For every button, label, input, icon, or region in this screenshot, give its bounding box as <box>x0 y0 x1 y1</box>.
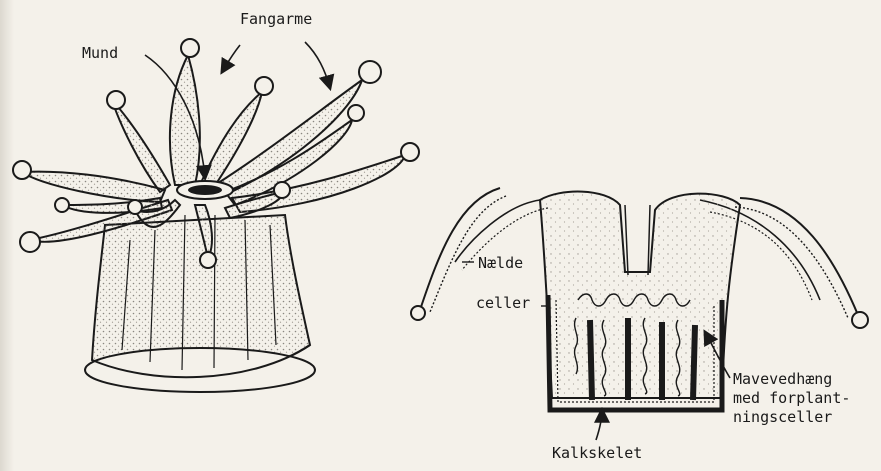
label-mouth: Mund <box>82 46 118 61</box>
label-skeleton: Kalkskelet <box>552 446 642 461</box>
tentacle-pointer-1 <box>222 45 240 72</box>
tentacle-pointer-2 <box>305 42 330 88</box>
mouth-opening <box>188 185 222 195</box>
label-mesenteries: Mavevedhæng med forplant- ningsceller <box>733 370 850 427</box>
polyp-external-view <box>13 39 419 392</box>
label-tentacles: Fangarme <box>240 12 312 27</box>
label-stinging-cells-1: Nælde <box>478 256 523 271</box>
skeleton-pointer <box>596 410 602 440</box>
label-stinging-cells-2: celler <box>476 296 530 311</box>
